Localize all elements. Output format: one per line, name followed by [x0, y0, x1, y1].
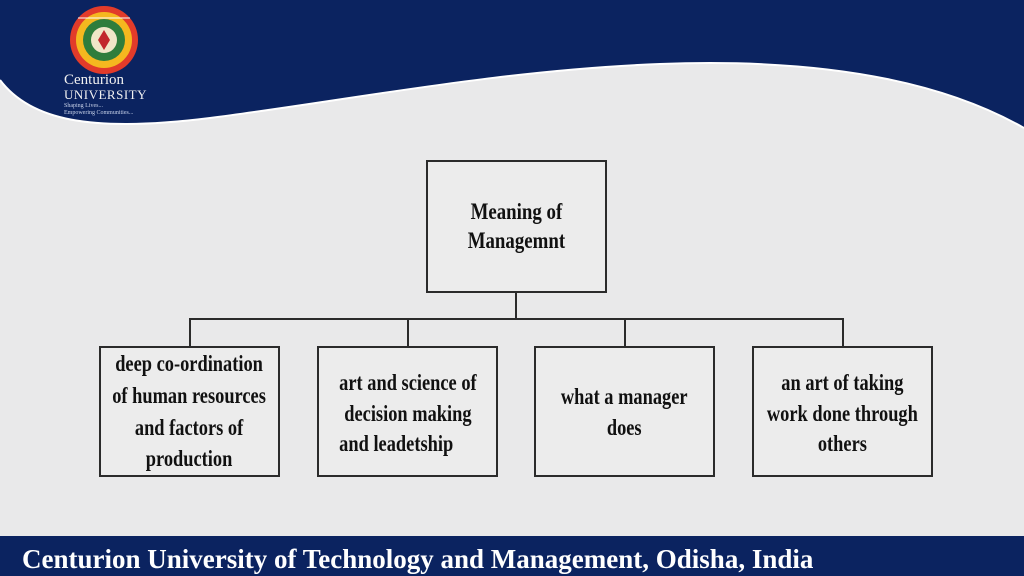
logo-tagline-1: Shaping Lives... — [64, 103, 103, 109]
child-node-3: what a manager does — [534, 346, 715, 477]
child-node-2: art and science of decision making and l… — [317, 346, 498, 477]
footer-title: Centurion University of Technology and M… — [22, 544, 814, 574]
root-node-line-2: Managemnt — [467, 227, 566, 253]
footer-bar — [0, 536, 1024, 576]
child-4-line-1: an art of taking — [781, 370, 904, 395]
university-logo-text: Centurion UNIVERSITY Shaping Lives... Em… — [64, 73, 147, 117]
child-2-line-2: decision making — [343, 400, 472, 426]
child-node-4: an art of taking work done through other… — [752, 346, 933, 477]
child-1-line-2: of human resources — [112, 382, 267, 408]
child-1-line-1: deep co-ordination — [115, 351, 264, 377]
root-node-line-1: Meaning of — [470, 198, 563, 224]
logo-tagline-2: Empowering Communities... — [64, 110, 134, 117]
child-node-1: deep co-ordination of human resources an… — [99, 346, 280, 477]
child-1-line-3: and factors of — [135, 414, 244, 440]
university-emblem-icon — [70, 6, 138, 74]
logo-name: Centurion — [64, 72, 124, 88]
university-logo[interactable] — [60, 4, 150, 81]
child-1-line-4: production — [146, 446, 233, 472]
child-4-line-3: others — [817, 431, 868, 457]
connector-child-3 — [624, 318, 626, 346]
root-node-meaning-of-management: Meaning of Managemnt — [426, 160, 607, 293]
child-2-line-1: art and science of — [338, 370, 477, 395]
connector-child-2 — [407, 318, 409, 346]
connector-child-1 — [189, 318, 191, 346]
child-4-line-2: work done through — [767, 400, 919, 426]
child-3-line-2: does — [607, 414, 642, 440]
connector-child-4 — [842, 318, 844, 346]
connector-root-down — [515, 293, 517, 319]
child-2-line-3: and leadetship — [338, 431, 453, 457]
connector-horizontal-bar — [189, 318, 844, 320]
child-3-line-1: what a manager — [561, 384, 688, 409]
logo-name-line2: UNIVERSITY — [64, 87, 147, 102]
